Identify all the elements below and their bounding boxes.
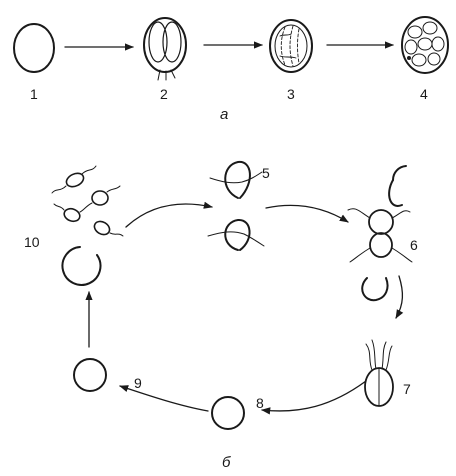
- stage-10-label: 10: [24, 234, 40, 250]
- part-b: 10 5 6 7: [24, 160, 418, 471]
- arrow-6-7: [395, 275, 404, 319]
- part-a-caption: а: [220, 106, 228, 123]
- stage-4-label: 4: [420, 86, 428, 102]
- arrow-7-8: [261, 380, 367, 415]
- stage-6-cells: [347, 165, 413, 302]
- part-a: 1 2 3: [13, 16, 449, 123]
- stage-7-cell: [364, 339, 394, 407]
- stage-8-label: 8: [256, 395, 264, 411]
- stage-5-cells: [207, 160, 265, 251]
- stage-9-cell: [73, 358, 107, 392]
- stage-8-cell: [211, 396, 245, 430]
- stage-1-cell: [13, 23, 55, 73]
- stage-3-label: 3: [287, 86, 295, 102]
- stage-3-cell: [269, 19, 313, 73]
- stage-10-cells: [51, 165, 124, 286]
- arrow-5-6: [265, 204, 349, 223]
- stage-4-cell: [401, 16, 449, 74]
- stage-9-label: 9: [134, 375, 142, 391]
- stage-1-label: 1: [30, 86, 38, 102]
- stage-7-label: 7: [403, 381, 411, 397]
- stage-10-ring: [61, 246, 102, 286]
- arrow-10-5: [125, 201, 213, 228]
- stage-2-label: 2: [160, 86, 168, 102]
- part-b-caption: б: [222, 454, 231, 471]
- stage-2-cell: [143, 17, 187, 81]
- stage-6-label: 6: [410, 237, 418, 253]
- arrow-8-9: [119, 385, 209, 412]
- stage-5-label: 5: [262, 165, 270, 181]
